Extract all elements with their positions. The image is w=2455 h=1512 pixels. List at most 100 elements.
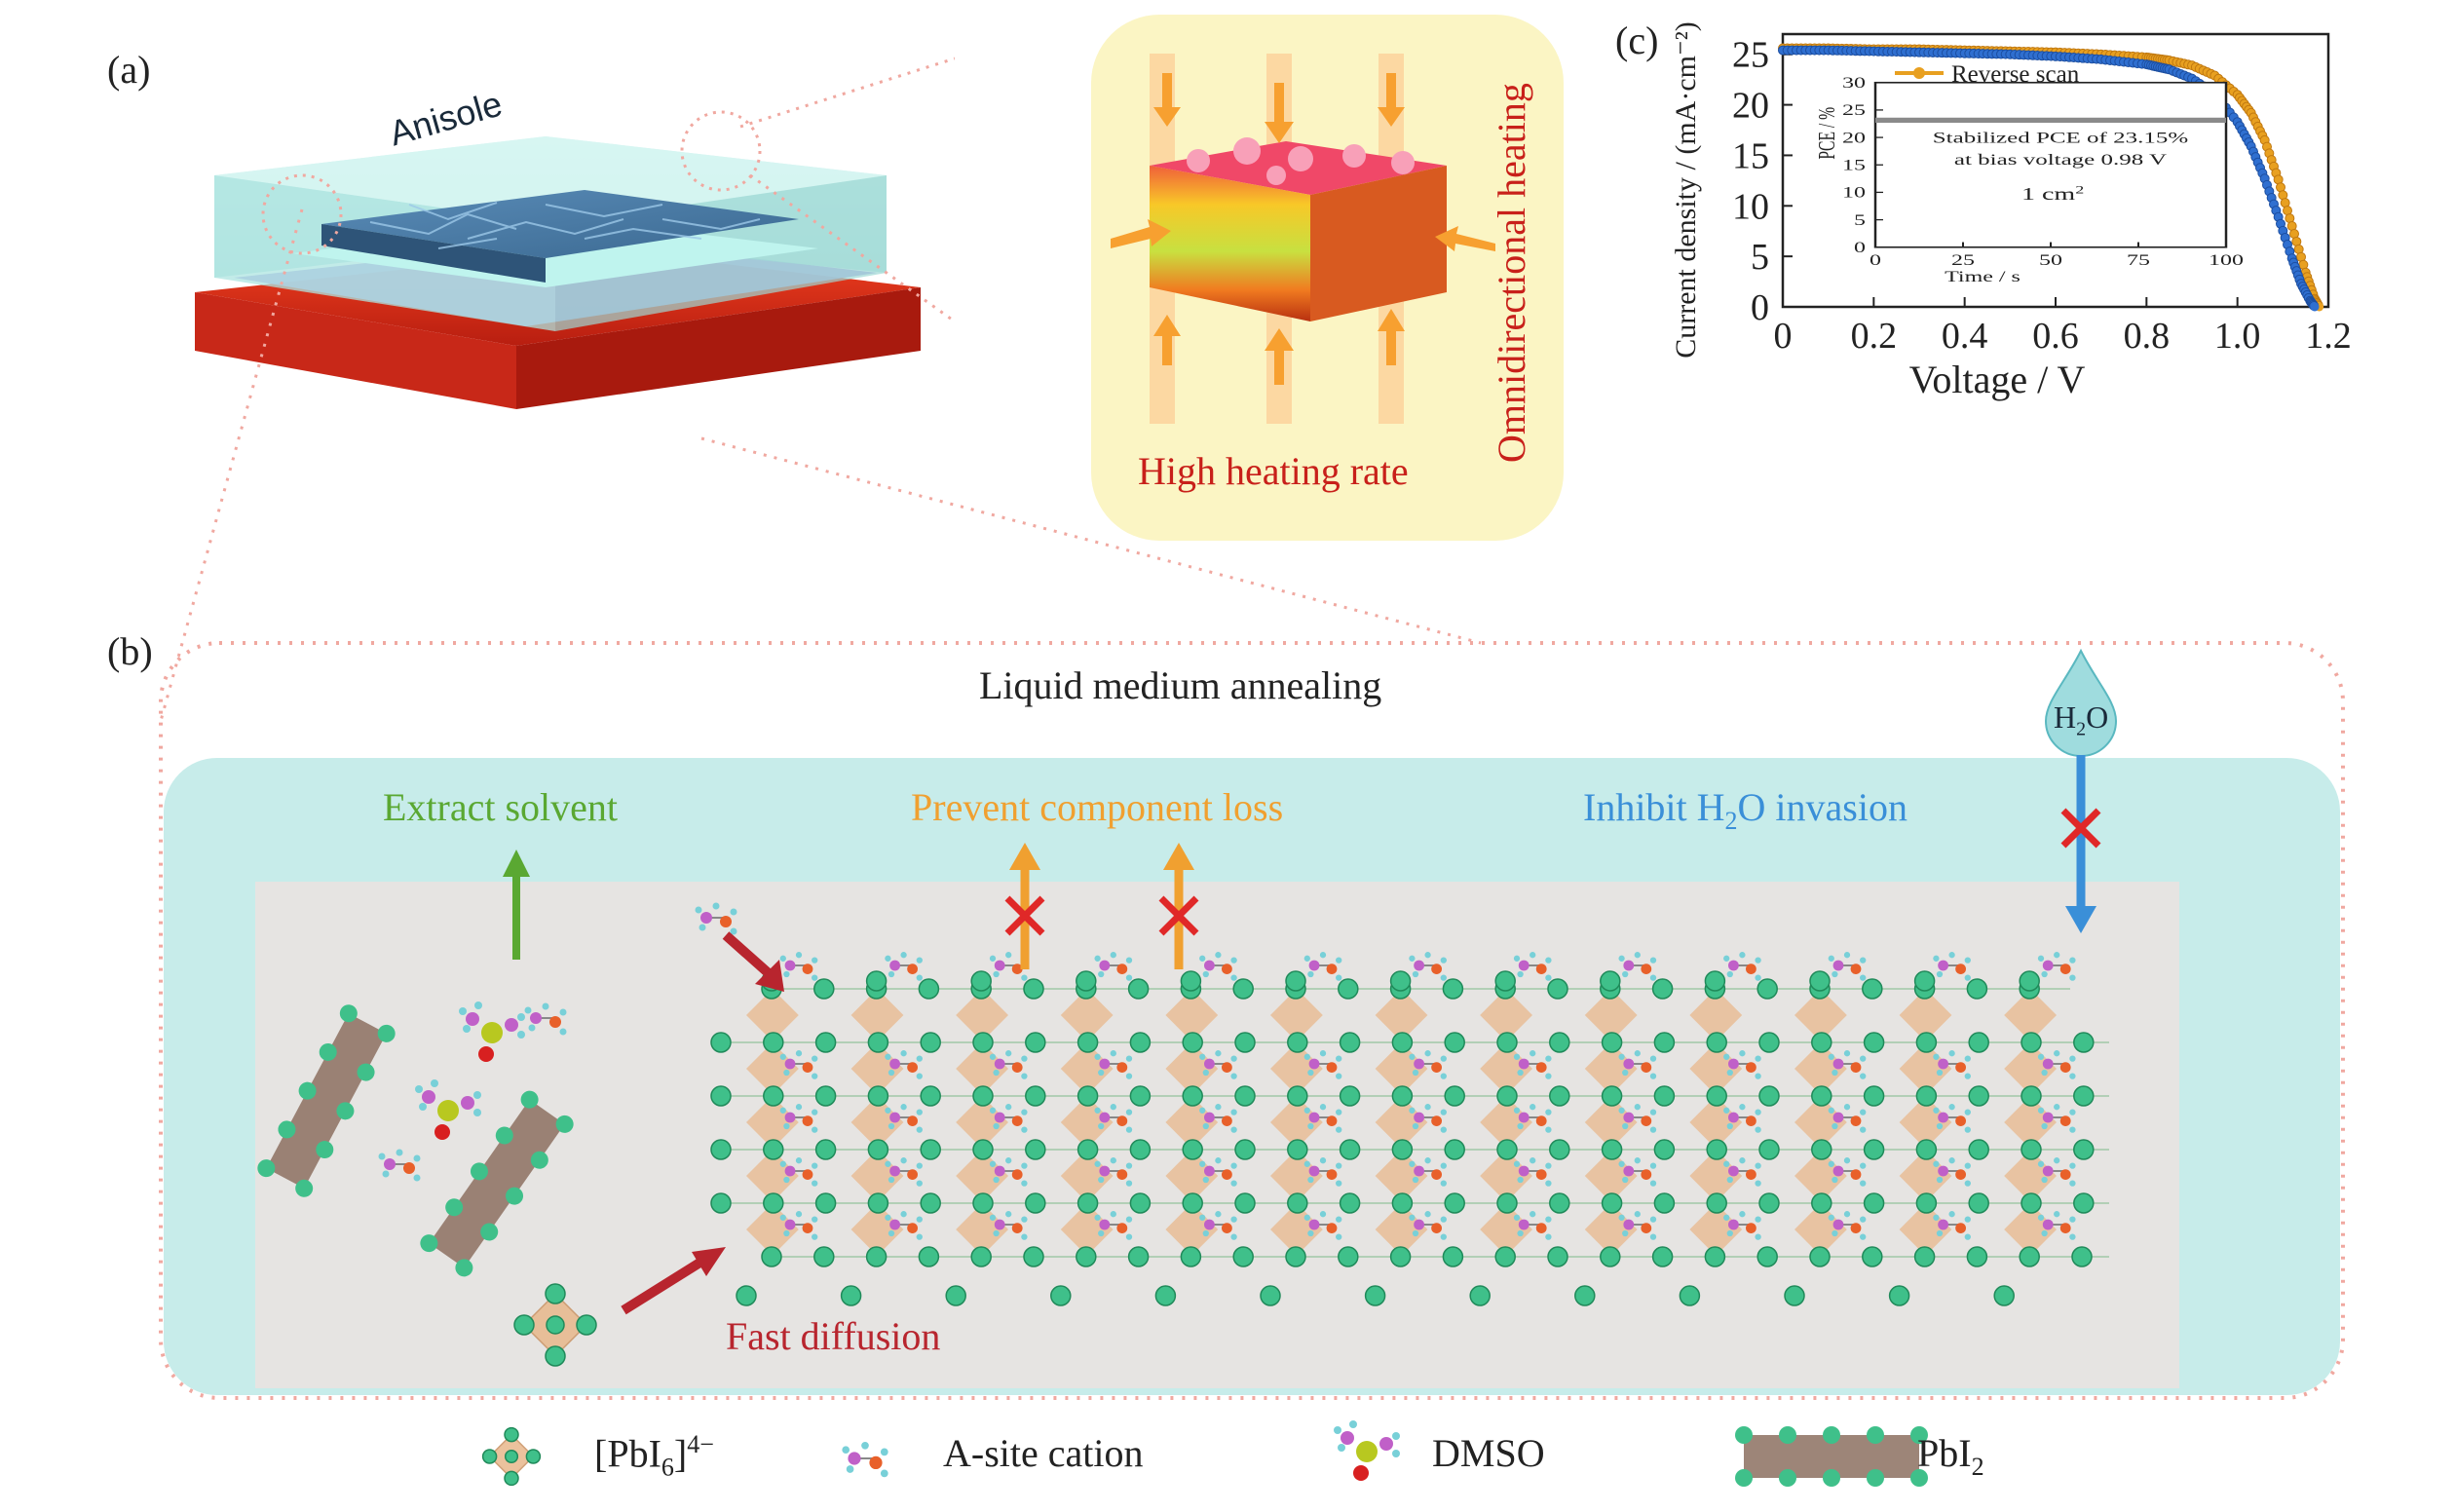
iodide-atom <box>1915 1085 1938 1107</box>
cation-atom <box>1623 1165 1635 1177</box>
hydrogen-atom <box>1755 974 1761 981</box>
pbi2-slab <box>429 1099 565 1268</box>
pbi2-atom <box>295 1179 314 1197</box>
cation-atom <box>1955 1115 1966 1126</box>
cation-atom <box>1326 1115 1338 1126</box>
cation-atom <box>2059 1223 2071 1233</box>
hydrogen-atom <box>993 1229 1000 1237</box>
hydrogen-atom <box>2054 1157 2060 1164</box>
hydrogen-atom <box>1199 1214 1206 1221</box>
iodide-atom <box>2019 1246 2040 1267</box>
cation-atom <box>784 1165 796 1177</box>
iodide-atom <box>1968 1032 1989 1053</box>
iodide-atom <box>1232 1246 1254 1267</box>
iodide-atom <box>1339 1192 1361 1214</box>
hydrogen-atom <box>1319 1211 1327 1218</box>
cation-atom <box>1728 1112 1739 1123</box>
cation-atom <box>1222 1169 1232 1180</box>
cation-atom <box>1850 964 1862 974</box>
hydrogen-atom <box>916 1126 923 1133</box>
lattice-octahedron <box>2004 989 2057 1041</box>
x-tick-label: 0.4 <box>1942 316 1988 357</box>
hydrogen-atom <box>695 906 702 914</box>
hydrogen-atom <box>779 1214 786 1221</box>
hydrogen-atom <box>1215 1104 1222 1111</box>
inset-y-tick-label: 25 <box>1842 102 1866 119</box>
cation-atom <box>1116 1169 1128 1180</box>
hydrogen-atom <box>989 1107 997 1114</box>
cation-atom <box>1326 1169 1338 1180</box>
cation-atom <box>1011 1062 1023 1073</box>
hydrogen-atom <box>1021 1073 1028 1079</box>
iodide-atom <box>972 1192 994 1214</box>
y-tick-label: 25 <box>1732 35 1769 76</box>
hydrogen-atom <box>1739 1050 1746 1057</box>
cation-atom <box>907 1223 918 1233</box>
iodide-atom <box>1076 1139 1099 1160</box>
inhibit-subscript: 2 <box>1724 807 1738 835</box>
hydrogen-atom <box>916 1162 923 1169</box>
inset-x-tick-label: 0 <box>1870 252 1881 269</box>
iodide-atom <box>1704 970 1726 992</box>
hydrogen-atom <box>1440 1126 1447 1133</box>
hydrogen-atom <box>1307 1069 1314 1077</box>
iodide-atom <box>1391 1032 1414 1053</box>
iodide-atom <box>867 1032 889 1053</box>
hydrogen-atom <box>1948 1050 1955 1057</box>
hydrogen-atom <box>1933 1053 1940 1060</box>
cation-atom <box>784 960 796 971</box>
iodide-atom <box>1338 1246 1359 1267</box>
pbi2-atom <box>445 1198 464 1217</box>
cation-atom <box>1535 1062 1547 1073</box>
cation-atom <box>1431 1169 1442 1180</box>
hydrogen-atom <box>1622 970 1629 978</box>
cation-atom <box>1623 1112 1635 1123</box>
hydrogen-atom <box>1843 1050 1851 1057</box>
iodide-atom <box>1180 970 1202 992</box>
hydrogen-atom <box>1021 1233 1028 1240</box>
hydrogen-atom <box>2069 1055 2076 1062</box>
hydrogen-atom <box>2069 1180 2076 1187</box>
cation-atom <box>1728 1058 1739 1070</box>
iodide-atom <box>1706 1032 1727 1053</box>
fast-diffusion-label: Fast diffusion <box>726 1314 941 1358</box>
iodide-atom <box>814 1085 837 1107</box>
hydrogen-atom <box>1392 1450 1400 1457</box>
hydrogen-atom <box>1005 1157 1012 1164</box>
hydrogen-atom <box>1098 1069 1105 1077</box>
hydrogen-atom <box>1618 955 1625 962</box>
iodide-atom <box>813 1246 835 1267</box>
hydrogen-atom <box>1828 1053 1834 1060</box>
iodide-atom <box>1968 1139 1989 1160</box>
hydrogen-atom <box>1622 1229 1629 1237</box>
water-drop-label: H2O <box>2054 699 2108 740</box>
lattice-octahedron <box>1794 1203 1847 1256</box>
hydrogen-atom <box>1440 1073 1447 1079</box>
cation-atom <box>2042 1219 2054 1230</box>
hydrogen-atom <box>1618 1053 1625 1060</box>
iodide-atom <box>1050 1285 1072 1306</box>
iodide-atom <box>1811 1032 1832 1053</box>
hydrogen-atom <box>1230 974 1237 981</box>
hydrogen-atom <box>916 1073 923 1079</box>
iodide-atom <box>1182 1085 1203 1107</box>
cation-atom <box>1535 1115 1547 1126</box>
prevent-loss-label: Prevent component loss <box>911 785 1284 829</box>
hydrogen-atom <box>812 1073 818 1079</box>
cation-atom <box>889 1165 900 1177</box>
lattice-octahedron <box>746 989 799 1041</box>
hydrogen-atom <box>1021 1216 1028 1223</box>
lattice-octahedron <box>1270 1203 1323 1256</box>
lattice-octahedron <box>1060 1042 1114 1095</box>
cation-atom <box>1623 960 1635 971</box>
inhibit-text-post: O invasion <box>1737 785 1907 829</box>
hydrogen-atom <box>730 927 737 935</box>
hydrogen-atom <box>1860 1162 1867 1169</box>
hydrogen-atom <box>1755 1216 1761 1223</box>
hydrogen-atom <box>880 1448 888 1456</box>
hydrogen-atom <box>812 1162 818 1169</box>
iodide-atom <box>1154 1285 1177 1306</box>
hydrogen-atom <box>812 1109 818 1115</box>
hydrogen-atom <box>1202 1069 1209 1077</box>
hydrogen-atom <box>1021 974 1028 981</box>
